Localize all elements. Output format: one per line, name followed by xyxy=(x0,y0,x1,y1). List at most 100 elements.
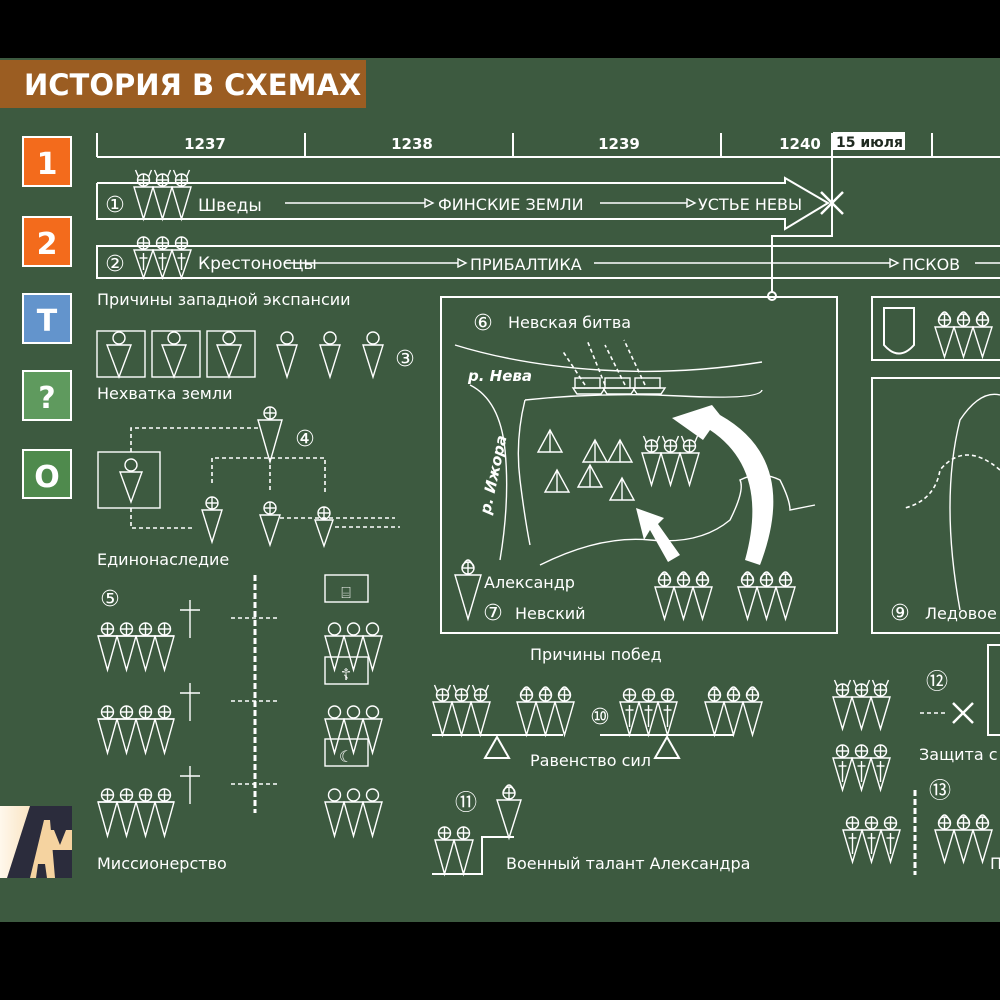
warrior-group-icon xyxy=(97,705,175,756)
route-stop: ПСКОВ xyxy=(902,255,960,274)
section-title: Причины побед xyxy=(530,645,662,664)
sidebar-item-1[interactable]: 1 xyxy=(22,136,72,187)
warrior-group-icon xyxy=(641,435,700,488)
panel-title: Ледовое xyxy=(925,604,997,623)
cause-label: Миссионерство xyxy=(97,854,227,873)
route-stop: ФИНСКИЕ ЗЕМЛИ xyxy=(438,195,584,214)
cause-number: ④ xyxy=(295,427,315,452)
reason-label: Военный талант Александра xyxy=(506,854,750,873)
blocked-cross-icon xyxy=(952,702,974,724)
panel-number: ⑨ xyxy=(890,601,910,626)
land-box xyxy=(96,330,146,378)
timeline: 1237 1238 1239 1240 15 июля xyxy=(96,132,1000,301)
swedes-campaign: ① Шведы ФИНСКИЕ ЗЕМЛИ УСТЬЕ НЕВЫ xyxy=(96,176,844,231)
sidebar-item-answers[interactable]: O xyxy=(22,449,72,499)
warrior-group-icon xyxy=(319,331,341,380)
warrior-group-icon xyxy=(434,826,474,877)
tent-icon xyxy=(576,463,604,488)
neva-battle-panel xyxy=(440,296,838,634)
retreat-path xyxy=(904,454,1000,509)
reason-label: П xyxy=(990,854,1000,873)
inheritance-box xyxy=(97,451,161,509)
date-marker: 15 июля xyxy=(836,135,903,151)
warrior-group-icon xyxy=(704,686,763,738)
cause-label: Единонаследие xyxy=(97,550,229,569)
flank-attack-arrow-icon xyxy=(672,405,774,565)
sidebar-item-label: ? xyxy=(38,381,55,416)
warrior-group-icon xyxy=(324,622,383,673)
reason-number: ⑫ xyxy=(926,670,948,695)
warrior-group-icon xyxy=(619,688,678,738)
warrior-group-icon xyxy=(133,169,192,222)
title-banner xyxy=(0,60,366,108)
river-izhora-bank xyxy=(517,399,531,546)
year-label: 1237 xyxy=(184,135,226,153)
lake-outline xyxy=(949,393,1000,611)
warrior-group-icon xyxy=(105,331,133,379)
row-label: Крестоносцы xyxy=(198,254,317,274)
warrior-group-icon xyxy=(314,506,334,549)
crusaders-campaign: ② Крестоносцы ПРИБАЛТИКА ПСКОВ xyxy=(96,245,1000,279)
ship-icon xyxy=(571,377,607,395)
year-label: 1239 xyxy=(598,135,640,153)
warrior-group-icon xyxy=(324,788,383,839)
catholic-symbol-icon: ⌸ xyxy=(341,583,351,602)
sidebar-item-questions[interactable]: ? xyxy=(22,370,72,421)
battle-cross-icon xyxy=(820,191,844,215)
row-label: Шведы xyxy=(198,196,262,216)
reason-number: ⑪ xyxy=(455,791,477,816)
river-neva-bank xyxy=(454,344,763,373)
tent-icon xyxy=(606,438,634,463)
warrior-group-icon xyxy=(97,788,175,839)
mosque-icon xyxy=(324,738,369,767)
balance-fulcrum-icon xyxy=(653,734,681,759)
commander-name: Александр xyxy=(484,573,575,592)
page-title: ИСТОРИЯ В СХЕМАХ xyxy=(24,68,361,102)
warrior-group-icon xyxy=(215,331,243,379)
retreat-arrow xyxy=(623,339,646,386)
land-box xyxy=(151,330,201,378)
ice-battle-panel xyxy=(871,377,1000,634)
land-box xyxy=(206,330,256,378)
sidebar-item-label: O xyxy=(34,460,60,495)
balance-fulcrum-icon xyxy=(483,734,511,759)
am-logo[interactable] xyxy=(0,806,72,878)
warrior-group-icon xyxy=(118,458,144,505)
reason-number: ⑩ xyxy=(590,705,610,730)
warrior-group-icon xyxy=(516,686,575,738)
frontal-attack-arrow-icon xyxy=(636,508,680,562)
sidebar-item-label: 1 xyxy=(37,147,58,182)
warrior-group-icon xyxy=(97,622,175,673)
warrior-group-icon xyxy=(133,236,192,281)
cause-label: Нехватка земли xyxy=(97,384,233,403)
year-label: 1240 xyxy=(779,135,821,153)
sidebar-item-2[interactable]: 2 xyxy=(22,216,72,267)
sidebar-item-theory[interactable]: T xyxy=(22,293,72,344)
pedestal xyxy=(432,836,514,875)
retreat-arrow xyxy=(586,339,606,386)
panel-number: ⑥ xyxy=(473,311,493,336)
warrior-group-icon xyxy=(259,501,281,548)
warrior-group-icon xyxy=(324,705,383,756)
warrior-group-icon xyxy=(832,679,891,732)
warrior-group-icon xyxy=(842,816,901,865)
orthodox-cross-icon: ☦ xyxy=(341,665,351,684)
warrior-group-icon xyxy=(496,784,522,841)
forest-edge xyxy=(539,474,816,566)
tent-icon xyxy=(608,476,636,501)
warrior-group-icon xyxy=(934,311,993,360)
pskov-shield-icon xyxy=(883,307,915,355)
orthodox-church-icon xyxy=(324,656,369,685)
warrior-group-icon xyxy=(257,406,283,465)
city-wall xyxy=(987,644,1000,736)
warrior-group-icon xyxy=(432,684,491,738)
warrior-group-icon xyxy=(654,571,713,622)
sidebar-item-label: T xyxy=(37,304,58,339)
warrior-group-icon xyxy=(934,814,993,865)
tent-icon xyxy=(581,438,609,463)
year-label: 1238 xyxy=(391,135,433,153)
river-izhora-bank xyxy=(469,384,508,561)
warrior-group-icon xyxy=(160,331,188,379)
